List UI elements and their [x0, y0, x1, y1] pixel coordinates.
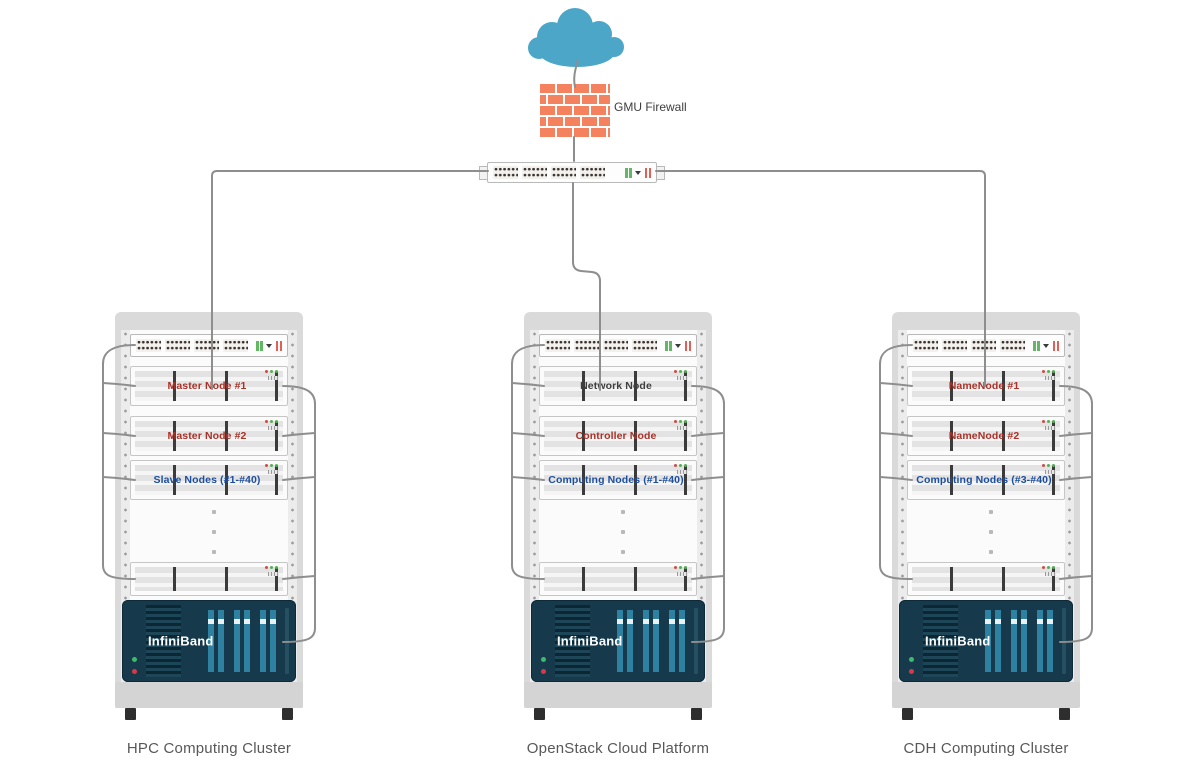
port-group-icon	[1000, 339, 1025, 352]
infiniband-label: InfiniBand	[557, 633, 623, 649]
port-group-icon	[522, 166, 547, 179]
rack-openstack-cloud-platform: Network Node Controller Node Computing N…	[511, 312, 725, 757]
switch-indicator-leds	[665, 340, 691, 351]
server-node-unlabeled	[130, 562, 288, 596]
port-group-icon	[194, 339, 219, 352]
server-node: Computing Nodes (#1-#40)	[539, 460, 697, 500]
red-led	[541, 669, 546, 674]
port-group-icon	[136, 339, 161, 352]
node-label: Controller Node	[575, 430, 657, 442]
node-label: Master Node #1	[167, 380, 247, 392]
green-led	[909, 657, 914, 662]
port-group-icon	[493, 166, 518, 179]
rack-switch	[539, 334, 697, 357]
rack-frame: Master Node #1 Master Node #2 Slave Node…	[115, 312, 303, 708]
ellipsis-dots	[212, 510, 216, 570]
server-node: NameNode #1	[907, 366, 1065, 406]
port-group-icon	[942, 339, 967, 352]
port-group-icon	[545, 339, 570, 352]
green-led	[541, 657, 546, 662]
node-label: Network Node	[580, 380, 652, 392]
firewall-icon	[540, 84, 610, 138]
switch-indicator-leds	[625, 167, 651, 178]
infiniband-switch: InfiniBand	[531, 600, 705, 682]
node-label: NameNode #2	[948, 430, 1020, 442]
port-group-icon	[971, 339, 996, 352]
rack-base	[115, 682, 303, 708]
chevron-down-icon	[635, 171, 641, 178]
rack-caption: CDH Computing Cluster	[903, 740, 1069, 757]
infiniband-ports	[208, 610, 276, 672]
rack-foot	[691, 708, 702, 720]
server-node: Slave Nodes (#1-#40)	[130, 460, 288, 500]
rack-caption: OpenStack Cloud Platform	[526, 740, 710, 757]
red-led	[132, 669, 137, 674]
infiniband-switch: InfiniBand	[899, 600, 1073, 682]
infiniband-vent	[923, 605, 958, 677]
node-label: Computing Nodes (#1-#40)	[548, 474, 684, 486]
rack-caption: HPC Computing Cluster	[126, 740, 292, 757]
rack-frame: Network Node Controller Node Computing N…	[524, 312, 712, 708]
rack-base	[892, 682, 1080, 708]
infiniband-vent	[146, 605, 181, 677]
rack-foot	[902, 708, 913, 720]
chevron-down-icon	[675, 344, 681, 351]
port-group-icon	[165, 339, 190, 352]
infiniband-switch: InfiniBand	[122, 600, 296, 682]
chevron-down-icon	[1043, 344, 1049, 351]
port-group-icon	[603, 339, 628, 352]
node-label: Master Node #2	[167, 430, 247, 442]
port-group-icon	[580, 166, 605, 179]
rack-switch	[907, 334, 1065, 357]
server-node: Network Node	[539, 366, 697, 406]
infiniband-label: InfiniBand	[148, 633, 214, 649]
port-group-icon	[632, 339, 657, 352]
red-led	[909, 669, 914, 674]
port-group-icon	[551, 166, 576, 179]
ellipsis-dots	[621, 510, 625, 570]
server-node: Master Node #1	[130, 366, 288, 406]
rack-foot	[1059, 708, 1070, 720]
server-node: Computing Nodes (#3-#40)	[907, 460, 1065, 500]
rack-base	[524, 682, 712, 708]
infiniband-ports	[985, 610, 1053, 672]
internet-cloud-icon	[522, 4, 632, 74]
ellipsis-dots	[989, 510, 993, 570]
server-node-unlabeled	[907, 562, 1065, 596]
switch-indicator-leds	[1033, 340, 1059, 351]
green-led	[132, 657, 137, 662]
server-node: Controller Node	[539, 416, 697, 456]
server-node: Master Node #2	[130, 416, 288, 456]
server-node: NameNode #2	[907, 416, 1065, 456]
rack-foot	[125, 708, 136, 720]
chevron-down-icon	[266, 344, 272, 351]
firewall-label: GMU Firewall	[614, 100, 687, 114]
port-group-icon	[913, 339, 938, 352]
infiniband-ports	[617, 610, 685, 672]
rack-foot	[282, 708, 293, 720]
port-group-icon	[223, 339, 248, 352]
rack-switch	[130, 334, 288, 357]
rack-cdh-computing-cluster: NameNode #1 NameNode #2 Computing Nodes …	[879, 312, 1093, 757]
node-label: Computing Nodes (#3-#40)	[916, 474, 1052, 486]
infiniband-label: InfiniBand	[925, 633, 991, 649]
rack-foot	[534, 708, 545, 720]
switch-indicator-leds	[256, 340, 282, 351]
infiniband-vent	[555, 605, 590, 677]
node-label: NameNode #1	[948, 380, 1020, 392]
core-network-switch	[479, 162, 665, 183]
rack-frame: NameNode #1 NameNode #2 Computing Nodes …	[892, 312, 1080, 708]
server-node-unlabeled	[539, 562, 697, 596]
port-group-icon	[574, 339, 599, 352]
rack-hpc-computing-cluster: Master Node #1 Master Node #2 Slave Node…	[102, 312, 316, 757]
node-label: Slave Nodes (#1-#40)	[153, 474, 261, 486]
